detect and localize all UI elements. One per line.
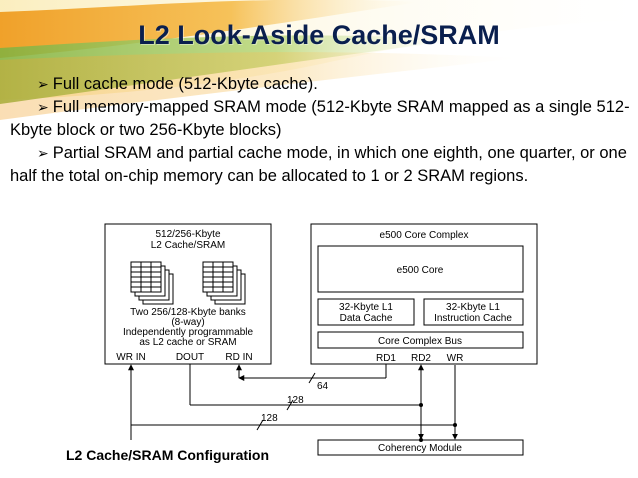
bullet-text: Partial SRAM and partial cache mode, in … xyxy=(10,144,627,185)
memory-bank-stack-icon xyxy=(130,261,174,305)
l2-desc-line2: (8-way) xyxy=(171,317,204,328)
bullet-list: ➢Full cache mode (512-Kbyte cache). ➢Ful… xyxy=(10,73,630,188)
coherency-module-label: Coherency Module xyxy=(378,443,462,454)
l2-title-line2: L2 Cache/SRAM xyxy=(151,240,225,251)
bullet-item: ➢Full memory-mapped SRAM mode (512-Kbyte… xyxy=(10,96,630,142)
bus-connections xyxy=(128,364,458,440)
l1-instruction-cache-box xyxy=(423,298,524,326)
port-wr-label: WR xyxy=(447,353,464,364)
core-complex-title: e500 Core Complex xyxy=(380,230,469,241)
bus-width-128-label: 128 xyxy=(261,413,278,424)
l1-data-cache-box xyxy=(317,298,415,326)
e500-core-box xyxy=(317,245,524,293)
arrow-bullet-icon: ➢ xyxy=(37,76,49,92)
port-rd-in-label: RD IN xyxy=(225,352,252,363)
core-complex-bus-box xyxy=(317,331,524,349)
port-wr-in-label: WR IN xyxy=(116,352,145,363)
l2-desc-line4: as L2 cache or SRAM xyxy=(139,337,236,348)
figure-caption: L2 Cache/SRAM Configuration xyxy=(62,447,274,463)
diagram-canvas: 512/256-Kbyte L2 Cache/SRAM xyxy=(104,223,538,456)
l1-data-line1: 32-Kbyte L1 xyxy=(339,302,393,313)
memory-bank-stack-icon xyxy=(202,261,246,305)
l1-instr-line2: Instruction Cache xyxy=(434,313,512,324)
junction-dot xyxy=(453,423,457,427)
l2-cache-sram-diagram: 512/256-Kbyte L2 Cache/SRAM xyxy=(103,222,539,465)
bullet-item: ➢Full cache mode (512-Kbyte cache). xyxy=(10,73,630,96)
port-dout-label: DOUT xyxy=(176,352,204,363)
l1-data-line2: Data Cache xyxy=(340,313,393,324)
slide-title: L2 Look-Aside Cache/SRAM xyxy=(138,20,500,50)
l1-instr-line1: 32-Kbyte L1 xyxy=(446,302,500,313)
arrow-bullet-icon: ➢ xyxy=(37,145,49,161)
bus-width-64-label: 64 xyxy=(317,381,329,392)
junction-dot xyxy=(419,403,423,407)
l2-desc-line3: Independently programmable xyxy=(123,327,254,338)
bullet-item: ➢Partial SRAM and partial cache mode, in… xyxy=(10,142,630,188)
bullet-text: Full cache mode (512-Kbyte cache). xyxy=(52,75,318,93)
l2-title-line1: 512/256-Kbyte xyxy=(155,229,220,240)
junction-dot xyxy=(419,438,423,442)
core-complex-bus-label: Core Complex Bus xyxy=(378,336,462,347)
port-rd1-label: RD1 xyxy=(376,353,396,364)
bullet-text: Full memory-mapped SRAM mode (512-Kbyte … xyxy=(10,98,630,139)
arrow-bullet-icon: ➢ xyxy=(37,99,49,115)
port-rd2-label: RD2 xyxy=(411,353,431,364)
e500-core-label: e500 Core xyxy=(397,265,444,276)
bus-width-128-label: 128 xyxy=(287,395,304,406)
l2-desc-line1: Two 256/128-Kbyte banks xyxy=(130,307,246,318)
